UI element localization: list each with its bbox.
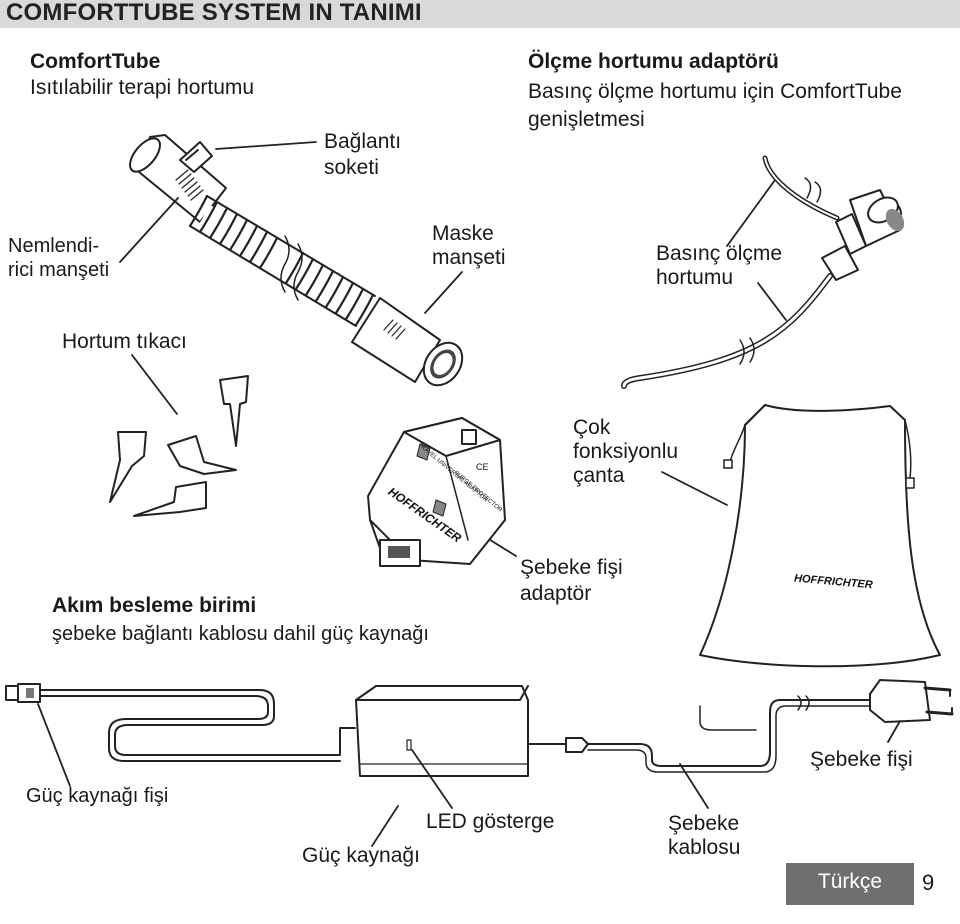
power-supply-label: Güç kaynağı <box>302 844 420 867</box>
language-label: Türkçe <box>817 870 883 893</box>
plug-adapter-label-2: adaptör <box>520 582 592 605</box>
adapter-ce-mark: CE <box>476 462 489 472</box>
multi-function-bag <box>699 404 941 668</box>
mask-cuff-label-2: manşeti <box>432 246 506 269</box>
comforttube-desc: Isıtılabilir terapi hortumu <box>30 76 255 99</box>
mains-cable-label-2: kablosu <box>668 836 741 859</box>
header-bar <box>0 0 960 28</box>
pressure-hose-label-2: hortumu <box>656 266 734 289</box>
measure-adapter-title: Ölçme hortumu adaptörü <box>528 50 779 73</box>
pressure-hose-label-1: Basınç ölçme <box>656 242 783 265</box>
page-title: COMFORTTUBE SYSTEM IN TANIMI <box>6 0 422 26</box>
mains-cable-label-1: Şebeke <box>668 812 740 835</box>
pointer-lines-top <box>119 141 787 557</box>
mask-cuff-label-1: Maske <box>432 222 494 245</box>
hose-plugs <box>109 375 249 517</box>
travel-adapter <box>367 417 506 567</box>
power-unit-desc: şebeke bağlantı kablosu dahil güç kaynağ… <box>52 623 429 645</box>
pressure-hose <box>621 155 905 389</box>
measure-adapter-desc-1: Basınç ölçme hortumu için ComfortTube <box>528 80 902 103</box>
bag-label-1: Çok <box>573 416 611 439</box>
comforttube-hose <box>129 134 464 387</box>
pointer-lines-bottom <box>37 703 901 847</box>
connection-socket-label-2: soketi <box>324 156 379 179</box>
humidifier-cuff-label-1: Nemlendi- <box>8 235 100 257</box>
plug-adapter-label-1: Şebeke fişi <box>520 556 623 579</box>
power-plug-label: Güç kaynağı fişi <box>26 785 169 807</box>
power-supply-set <box>5 679 954 777</box>
bag-label-3: çanta <box>573 464 625 487</box>
humidifier-cuff-label-2: rici manşeti <box>8 259 110 281</box>
comforttube-title: ComfortTube <box>30 50 161 73</box>
hose-plug-label: Hortum tıkacı <box>62 330 187 353</box>
connection-socket-label-1: Bağlantı <box>324 130 402 153</box>
led-label: LED gösterge <box>426 810 555 833</box>
mains-plug-label: Şebeke fişi <box>810 748 913 771</box>
power-unit-title: Akım besleme birimi <box>52 594 257 617</box>
measure-adapter-desc-2: genişletmesi <box>528 108 645 131</box>
page-number: 9 <box>922 870 935 895</box>
language-tab <box>786 863 914 905</box>
bag-label-2: fonksiyonlu <box>573 440 679 463</box>
